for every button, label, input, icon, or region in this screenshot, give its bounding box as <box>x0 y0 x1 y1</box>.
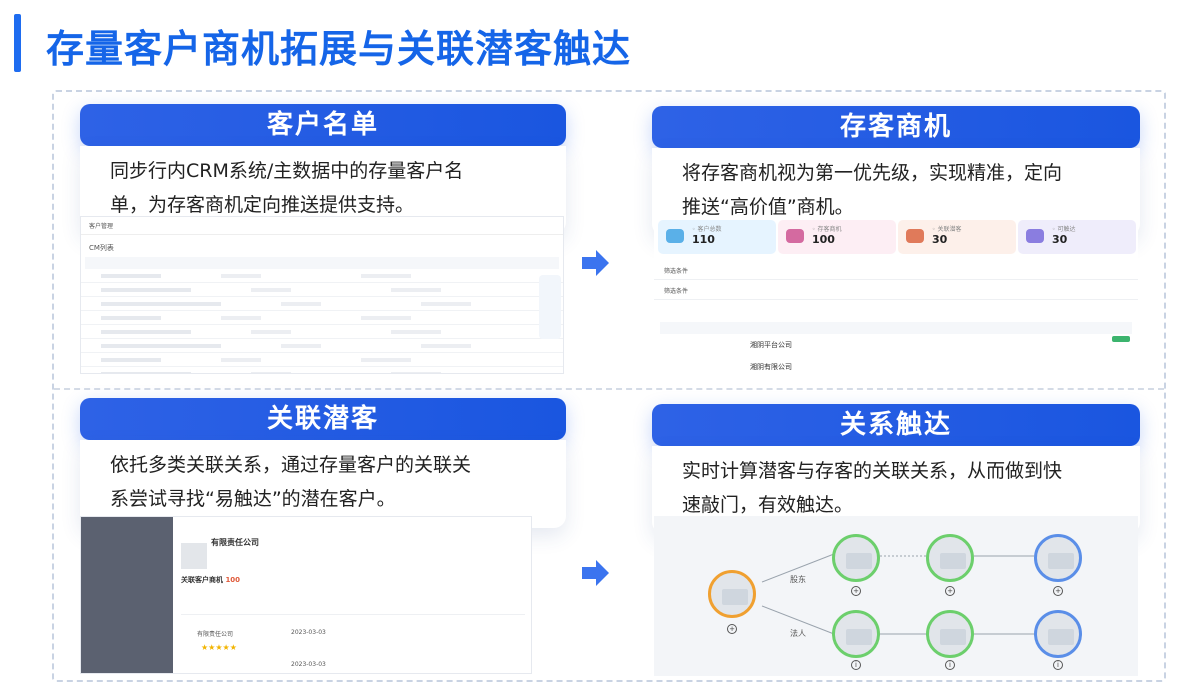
mini-table-row <box>81 269 563 283</box>
info-node-icon: i <box>851 660 861 670</box>
stat-value: 110 <box>692 233 715 246</box>
anchor-customer-node <box>708 570 756 618</box>
add-node-icon: + <box>851 586 861 596</box>
panel-related-prospects: 关联潜客 依托多类关联关系，通过存量客户的关联关 系尝试寻找“易触达”的潜在客户… <box>80 398 566 528</box>
desc-line: 系尝试寻找“易触达”的潜在客户。 <box>110 488 396 510</box>
mini-list-label: CM列表 <box>89 244 114 252</box>
stat-label: ◦ 存客商机 <box>812 226 842 233</box>
flow-arrow-icon <box>578 556 612 590</box>
edge-label: 股东 <box>790 575 806 584</box>
mini-filter-row: 筛选条件 <box>654 260 1138 280</box>
stat-label: ◦ 可触达 <box>1052 226 1076 233</box>
desc-line: 推送“高价值”商机。 <box>682 196 854 218</box>
content-frame <box>52 90 1166 682</box>
mini-table-head <box>85 257 559 269</box>
stat-icon <box>906 229 924 243</box>
page-title: 存量客户商机拓展与关联潜客触达 <box>46 27 632 71</box>
mini-table-row <box>81 367 563 373</box>
desc-line: 实时计算潜客与存客的关联关系，从而做到快 <box>682 460 1063 482</box>
reach-node <box>1034 534 1082 582</box>
mini-tabs <box>181 603 525 615</box>
panel-title: 关联潜客 <box>80 398 566 440</box>
panel-title: 客户名单 <box>80 104 566 146</box>
mini-sidebar <box>81 517 173 673</box>
info-node-icon: i <box>945 660 955 670</box>
mini-logo <box>181 543 207 569</box>
mini-table-row <box>81 283 563 297</box>
stat-label: ◦ 客户总数 <box>692 226 722 233</box>
desc-line: 单，为存客商机定向推送提供支持。 <box>110 194 415 216</box>
mini-row-company: 有限责任公司 <box>197 631 234 638</box>
add-node-icon: + <box>727 624 737 634</box>
desc-line: 速敲门，有效触达。 <box>682 494 854 516</box>
mini-table-row <box>81 311 563 325</box>
mini-row-date: 2023-03-03 <box>291 661 326 668</box>
prospect-node <box>926 534 974 582</box>
stat-value: 30 <box>932 233 948 246</box>
mini-row-date: 2023-03-03 <box>291 629 326 636</box>
prospect-node <box>832 534 880 582</box>
mini-table-head <box>660 322 1132 334</box>
mini-company: 湘阴有限公司 <box>750 363 792 371</box>
add-node-icon: + <box>945 586 955 596</box>
mini-table-row <box>81 339 563 353</box>
mini-company-title: 有限责任公司 <box>211 538 259 547</box>
mini-filter-row: 筛选条件 <box>654 280 1138 300</box>
panel-customer-list: 客户名单 同步行内CRM系统/主数据中的存量客户名 单，为存客商机定向推送提供支… <box>80 104 566 234</box>
panel-title: 存客商机 <box>652 106 1140 148</box>
reach-node <box>1034 610 1082 658</box>
mini-section-title: 关联客户商机 100 <box>181 576 241 584</box>
stat-icon <box>1026 229 1044 243</box>
panel-description: 依托多类关联关系，通过存量客户的关联关 系尝试寻找“易触达”的潜在客户。 <box>80 440 566 528</box>
title-accent-bar <box>14 14 21 72</box>
stat-label: ◦ 关联潜客 <box>932 226 962 233</box>
relationship-graph: + + + + i i i 股东 法人 <box>654 516 1138 676</box>
stat-icon <box>666 229 684 243</box>
prospects-screenshot: 有限责任公司 关联客户商机 100 有限责任公司 2023-03-03 2023… <box>80 516 532 674</box>
star-rating: ★★★★★ <box>201 643 237 652</box>
graph-edges <box>761 553 1034 635</box>
stat-value: 30 <box>1052 233 1068 246</box>
mini-table-row <box>81 297 563 311</box>
mini-table-body <box>81 269 563 373</box>
info-node-icon: i <box>1053 660 1063 670</box>
desc-line: 同步行内CRM系统/主数据中的存量客户名 <box>110 160 464 182</box>
prospect-node <box>832 610 880 658</box>
flow-arrow-icon <box>578 246 612 280</box>
customer-list-screenshot: 客户管理 CM列表 <box>80 216 564 374</box>
add-node-icon: + <box>1053 586 1063 596</box>
prospect-node <box>926 610 974 658</box>
panel-title: 关系触达 <box>652 404 1140 446</box>
panel-relationship-reach: 关系触达 实时计算潜客与存客的关联关系，从而做到快 速敲门，有效触达。 <box>652 404 1140 534</box>
row-divider <box>54 388 1164 390</box>
mini-side-widget <box>539 275 561 339</box>
edge-label: 法人 <box>790 629 806 638</box>
stat-icon <box>786 229 804 243</box>
mini-status-badge <box>1112 336 1130 342</box>
mini-company: 湘阴平台公司 <box>750 341 792 349</box>
stat-value: 100 <box>812 233 835 246</box>
desc-line: 将存客商机视为第一优先级，实现精准，定向 <box>682 162 1063 184</box>
mini-table-row <box>81 353 563 367</box>
mini-header: 客户管理 <box>81 217 563 235</box>
desc-line: 依托多类关联关系，通过存量客户的关联关 <box>110 454 472 476</box>
mini-table-row <box>81 325 563 339</box>
